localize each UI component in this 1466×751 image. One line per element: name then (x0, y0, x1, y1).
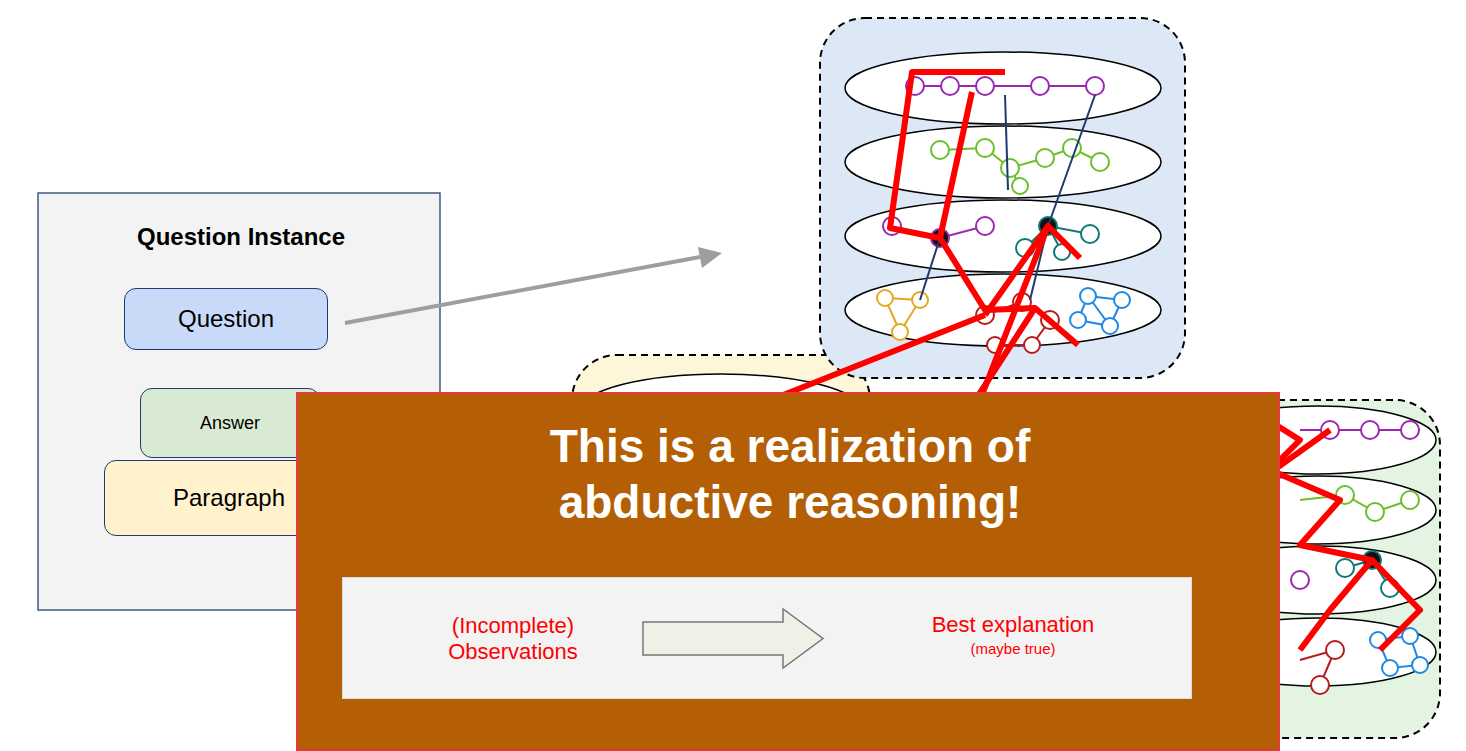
inference-box: (Incomplete) Observations Best explanatio… (342, 577, 1192, 699)
graph-layer (845, 52, 1161, 124)
node-text: This is a realization of abductive reaso… (470, 418, 1110, 530)
pointer-arrowhead (698, 247, 722, 268)
answer-box: Answer (140, 388, 320, 458)
node-text: (maybe true) (903, 640, 1123, 658)
pointer-arrow (345, 257, 700, 323)
node-text: Question Instance (38, 223, 444, 251)
question-box: Question (124, 288, 328, 350)
graph (883, 217, 1099, 260)
graph-stack (820, 18, 1185, 378)
node-text: Answer (200, 413, 260, 434)
node-text: Paragraph (173, 484, 285, 512)
node-text: (Incomplete) Observations (403, 613, 623, 665)
node-text: Question (178, 305, 274, 333)
block-arrow-shape (643, 609, 823, 668)
graph-layer (845, 126, 1161, 198)
callout-box: This is a realization of abductive reaso… (296, 392, 1280, 751)
node-text: Best explanation (903, 612, 1123, 638)
graph (906, 77, 1104, 95)
